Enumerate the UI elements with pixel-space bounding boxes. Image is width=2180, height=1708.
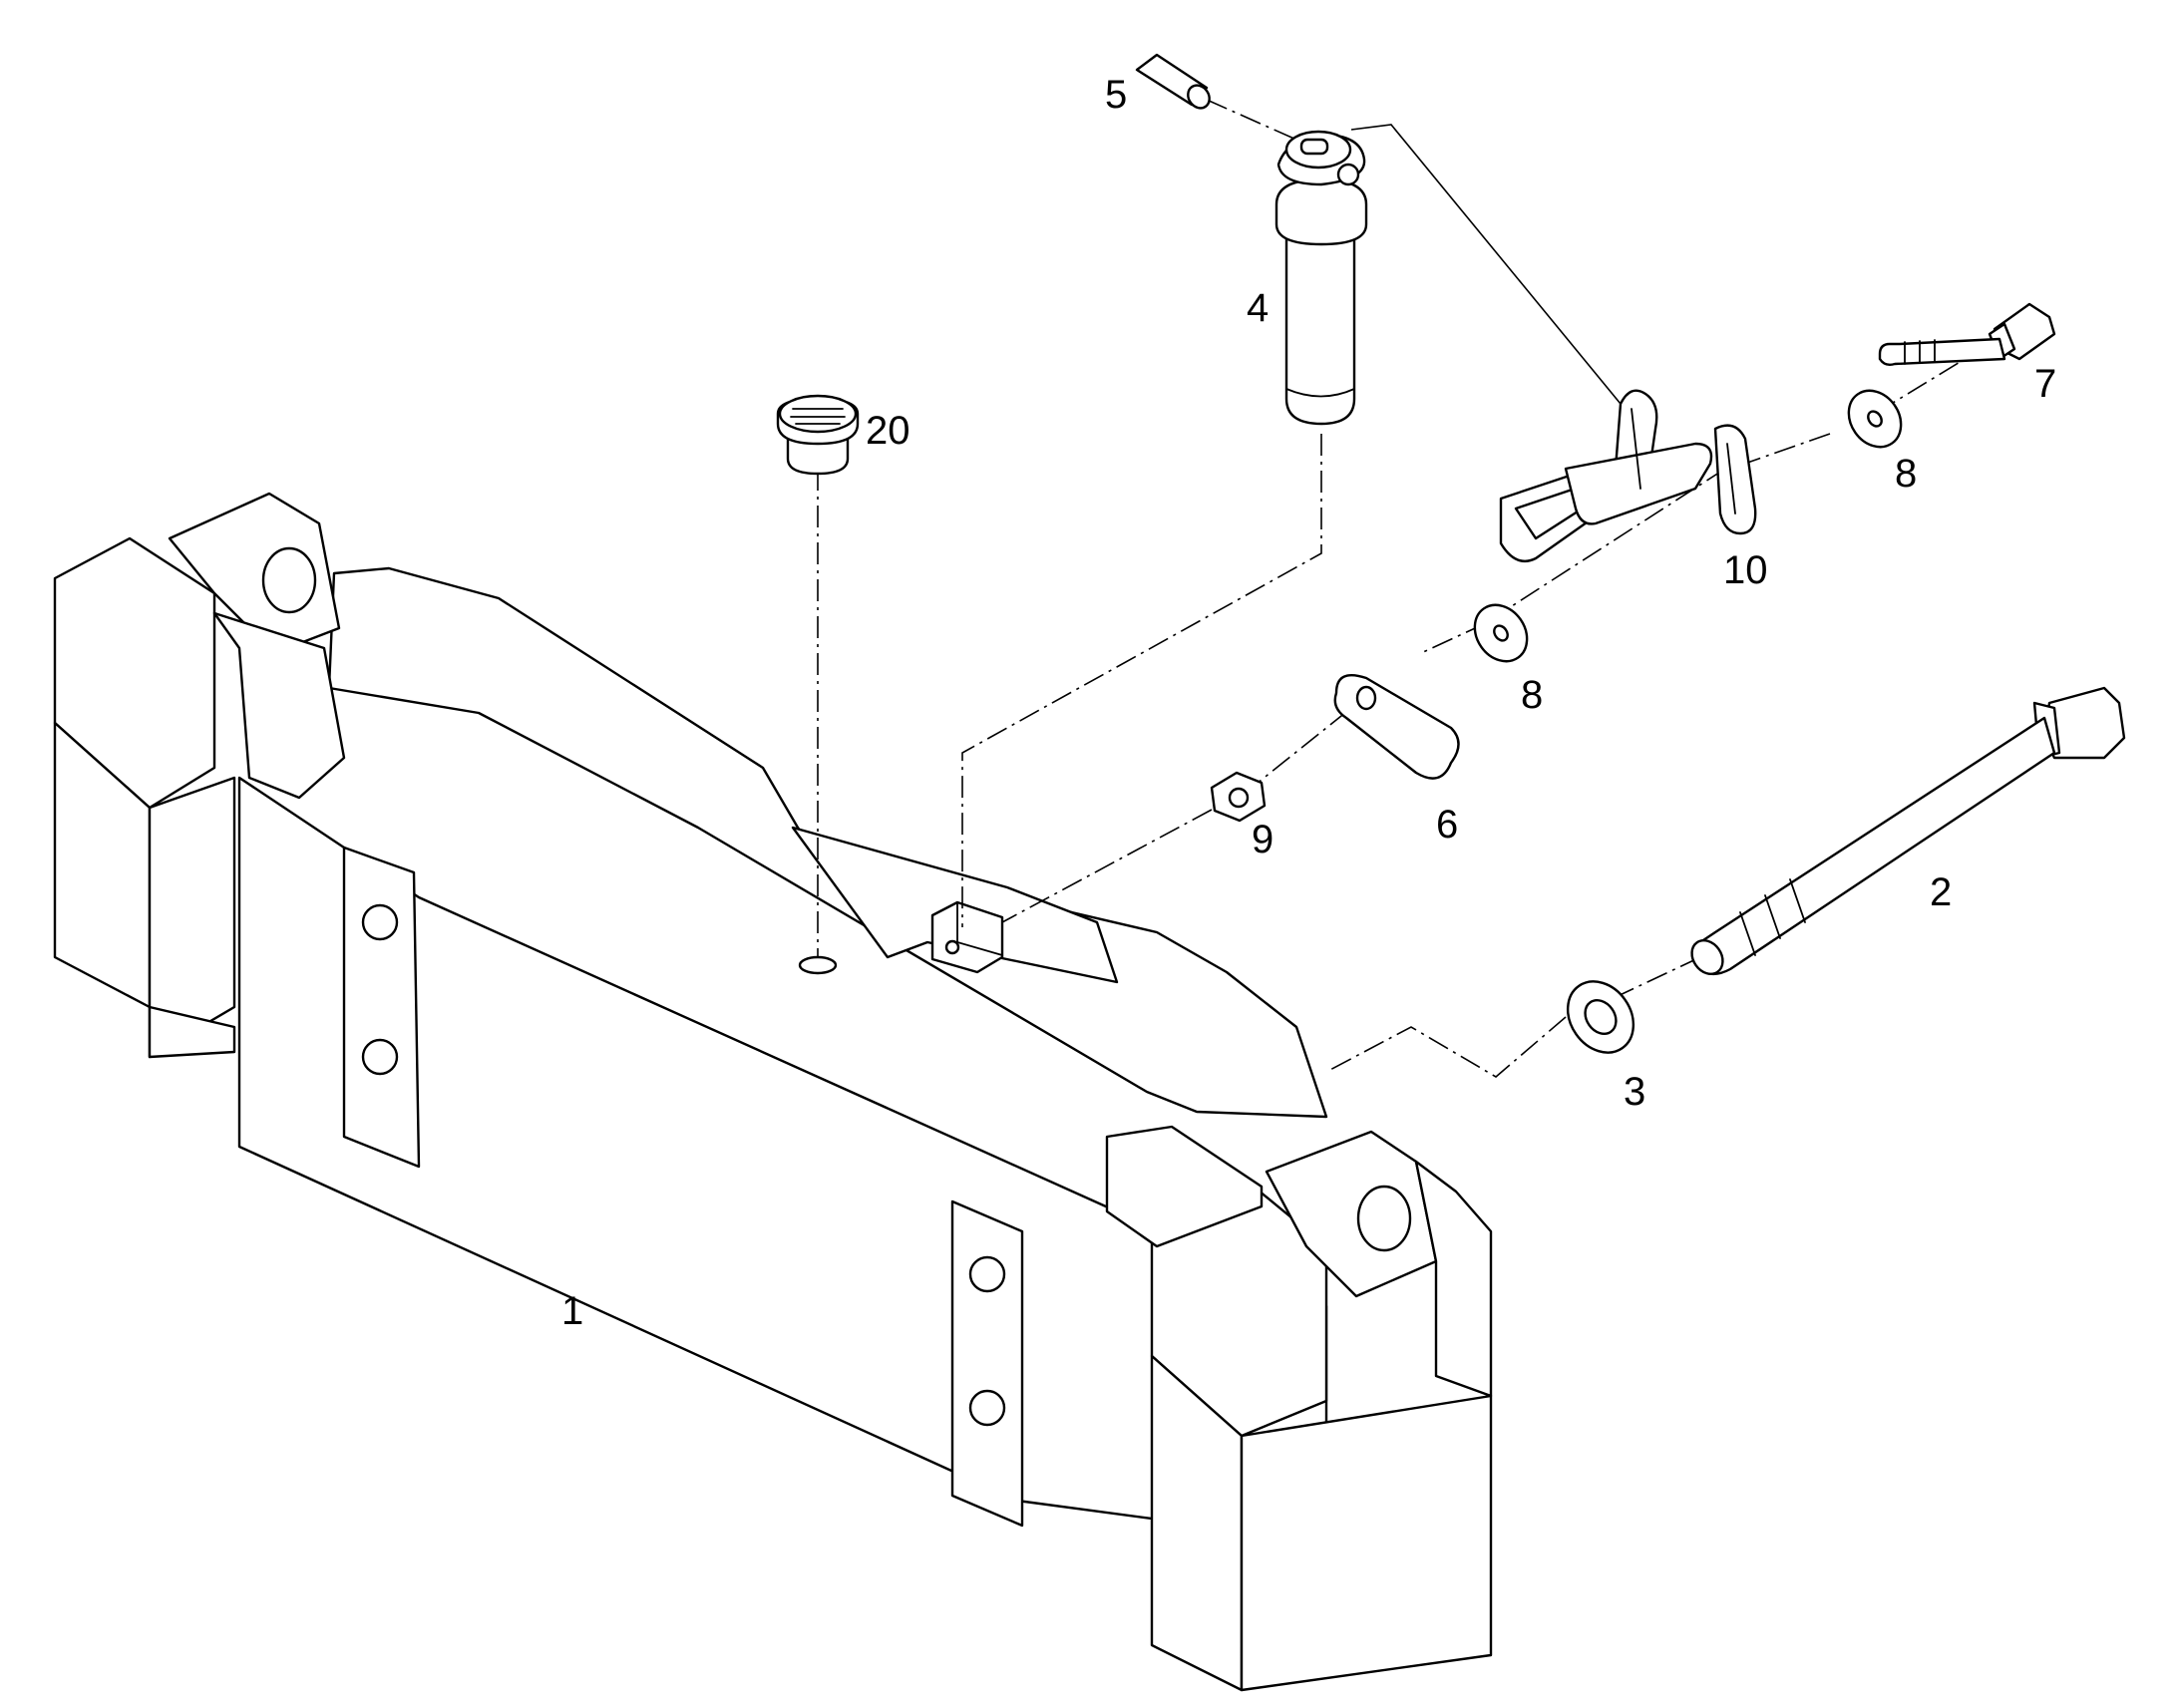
callout-8-lower: 8 [1521,673,1543,717]
callout-9: 9 [1252,818,1273,861]
callout-8-upper: 8 [1895,452,1917,496]
washer-upper-part [1847,389,1903,449]
callout-3: 3 [1624,1070,1645,1114]
callout-6: 6 [1436,803,1458,847]
callout-4: 4 [1247,286,1269,330]
large-washer-part [1566,980,1635,1054]
callout-5: 5 [1105,73,1127,117]
callout-7: 7 [2034,362,2056,406]
small-bolt-part [1878,302,2056,367]
counterweight-frame [53,492,1493,1692]
chain-part [1499,389,1757,563]
callout-20: 20 [866,409,910,453]
hitch-bracket [930,900,1004,974]
callout-10: 10 [1723,548,1768,592]
long-bolt-part [1690,686,2126,976]
callout-2: 2 [1930,870,1952,914]
plug-part [776,394,860,476]
callouts: 1 2 3 4 5 6 7 8 8 9 10 20 [561,73,2056,1333]
washer-lower-part [1473,603,1529,663]
nut-part [1210,771,1267,823]
callout-1: 1 [561,1289,583,1333]
roll-pin-part [1135,53,1211,110]
plate-part [1333,673,1460,780]
hitch-pin-part [1274,130,1368,426]
